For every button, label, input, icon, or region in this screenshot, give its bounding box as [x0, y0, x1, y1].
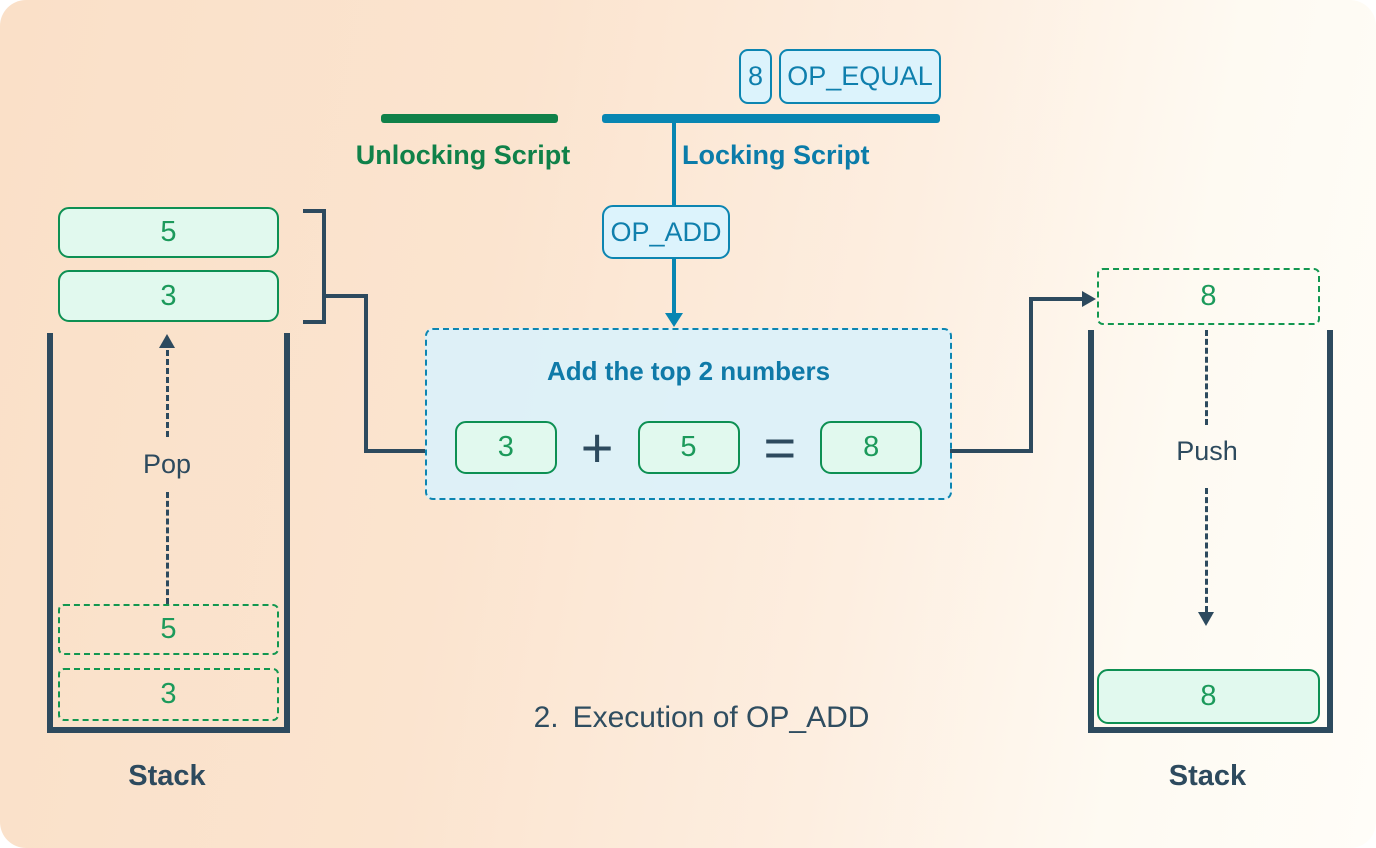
connector-right-h2	[1029, 297, 1083, 301]
locking-bar-to-opadd-line	[672, 122, 676, 206]
push-label: Push	[1176, 436, 1238, 466]
arrow-up-icon	[159, 334, 175, 348]
result-chip: 8	[820, 421, 923, 474]
operand-right-chip: 5	[637, 421, 740, 474]
popped-item-3: 3	[58, 270, 279, 322]
operand-left-chip: 3	[454, 421, 557, 474]
popped-item-5: 5	[58, 207, 279, 258]
pop-label: Pop	[142, 449, 192, 479]
op-add-token: OP_ADD	[602, 205, 730, 259]
right-stack-label: Stack	[1168, 760, 1247, 792]
script-token-8: 8	[739, 49, 772, 104]
left-stack-frame	[47, 333, 290, 733]
connector-right-h1	[950, 449, 1033, 453]
bracket-vertical	[322, 209, 326, 324]
opadd-arrow-line	[672, 258, 676, 315]
pop-dash-lower	[166, 492, 169, 604]
left-stack-label: Stack	[128, 760, 206, 792]
caption: 2. Execution of OP_ADD	[438, 701, 965, 735]
arrow-down-icon	[1198, 612, 1214, 626]
operation-box: Add the top 2 numbers 3 + 5 = 8	[425, 328, 952, 500]
arrow-right-icon	[1082, 291, 1096, 307]
unlocking-script-label: Unlocking Script	[355, 140, 571, 170]
caption-number: 2.	[533, 701, 559, 734]
plus-icon: +	[580, 416, 614, 479]
connector-left-v	[364, 294, 368, 452]
unlocking-script-bar	[381, 114, 558, 123]
operation-row: 3 + 5 = 8	[454, 416, 923, 479]
connector-left-h2	[364, 449, 425, 453]
equals-icon: =	[763, 416, 797, 479]
push-dash-upper	[1205, 330, 1208, 425]
incoming-item-8: 8	[1097, 268, 1320, 325]
locking-script-label: Locking Script	[682, 140, 870, 170]
bracket-bottom-tick	[303, 320, 326, 324]
pop-dash-upper	[166, 350, 169, 437]
connector-left-h1	[324, 294, 368, 298]
ghost-item-5: 5	[58, 604, 279, 655]
pushed-item-8: 8	[1097, 669, 1320, 724]
locking-script-bar	[602, 114, 940, 123]
push-dash-lower	[1205, 488, 1208, 612]
operation-title: Add the top 2 numbers	[546, 356, 831, 386]
bracket-top-tick	[303, 209, 326, 213]
connector-right-v	[1029, 297, 1033, 452]
script-token-op-equal: OP_EQUAL	[779, 49, 941, 104]
ghost-item-3: 3	[58, 668, 279, 721]
arrow-down-icon	[665, 313, 683, 327]
caption-text: Execution of OP_ADD	[572, 701, 870, 734]
right-stack-frame	[1088, 330, 1333, 733]
